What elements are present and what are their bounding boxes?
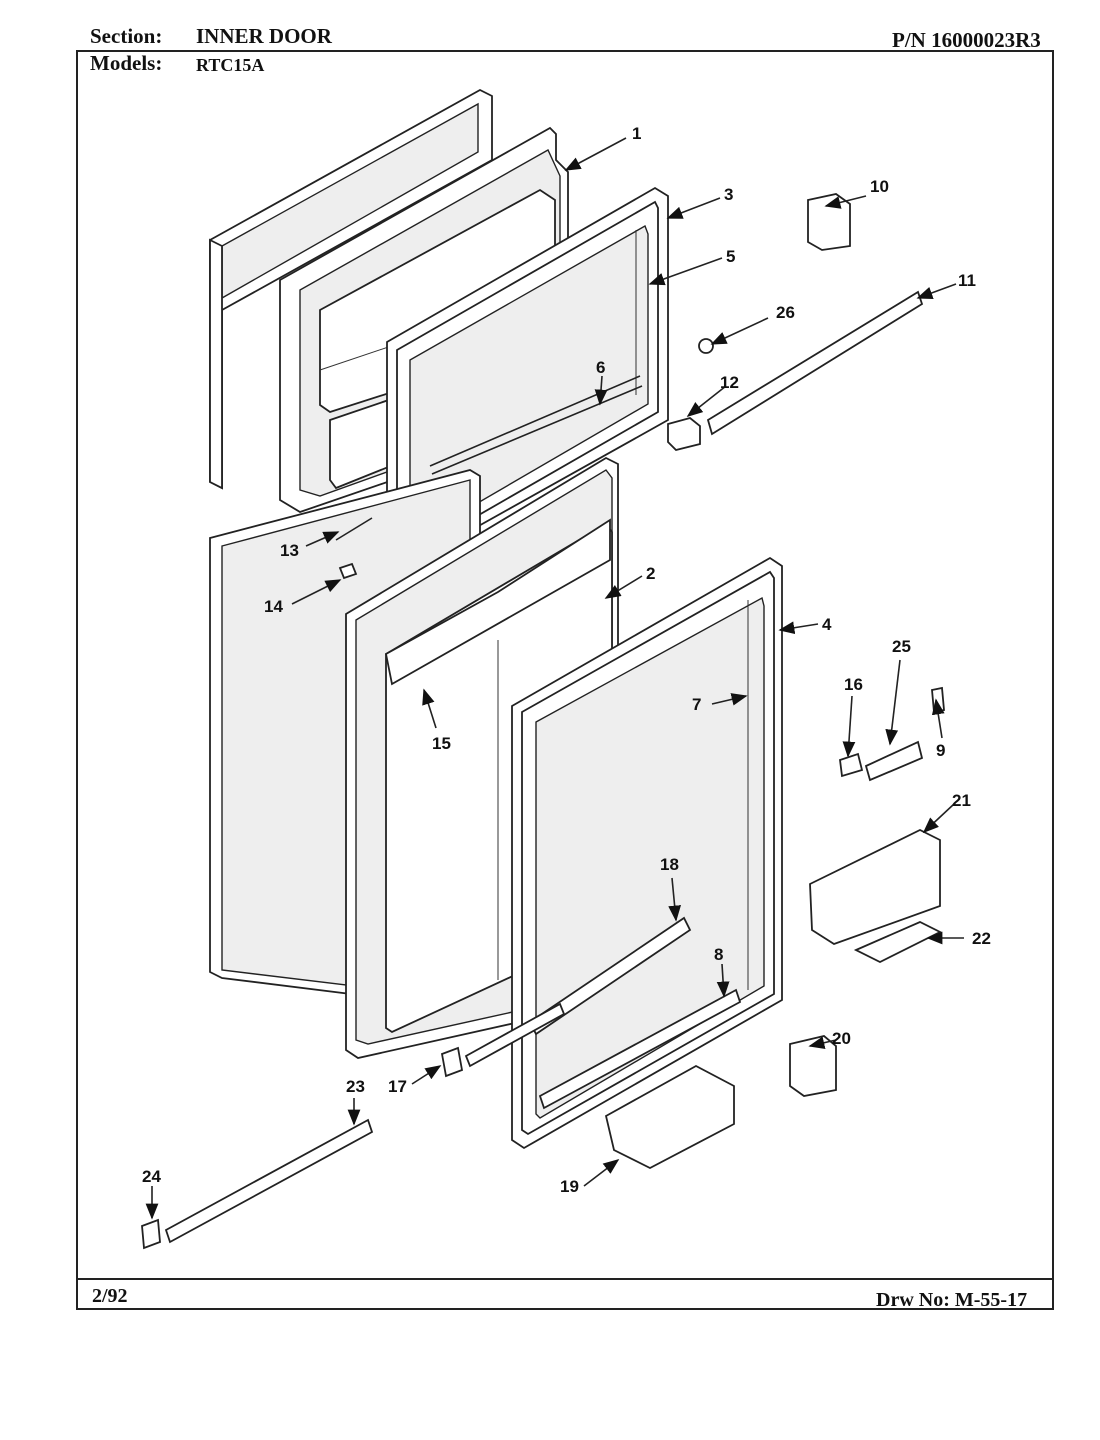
callout-22: 22	[972, 929, 991, 948]
models-label: Models:	[90, 51, 163, 75]
egg-tray-19	[604, 1064, 735, 1170]
end-cap-17	[440, 1046, 464, 1078]
footer-date: 2/92	[92, 1285, 128, 1307]
footer-drawing-number: Drw No: M-55-17	[876, 1289, 1028, 1311]
callout-17: 17	[388, 1077, 407, 1096]
callout-14: 14	[264, 597, 283, 616]
callout-16: 16	[844, 675, 863, 694]
trim-strip-8	[538, 988, 742, 1110]
callout-24: 24	[142, 1167, 161, 1186]
part-number: P/N 16000023R3	[892, 28, 1041, 52]
models-value: RTC15A	[196, 55, 265, 75]
callout-4: 4	[822, 615, 832, 634]
callout-19: 19	[560, 1177, 579, 1196]
callout-9: 9	[936, 741, 945, 760]
section-value: INNER DOOR	[196, 24, 332, 48]
drawing-frame	[76, 50, 1054, 1310]
callout-2: 2	[646, 564, 655, 583]
bracket-10	[807, 193, 851, 251]
section-label: Section:	[90, 24, 163, 48]
callout-12: 12	[720, 373, 739, 392]
trim-strip-23	[164, 1118, 374, 1244]
trim-strip-25	[864, 740, 924, 782]
screw-26	[698, 338, 714, 354]
callout-10: 10	[870, 177, 889, 196]
upper-outer-panel	[209, 88, 493, 490]
trim-strip-lower-17	[464, 1002, 566, 1068]
callout-13: 13	[280, 541, 299, 560]
bracket-20	[789, 1035, 837, 1097]
callout-6: 6	[596, 358, 605, 377]
end-cap-24	[141, 1218, 161, 1250]
shelf-21	[809, 828, 941, 945]
footer-divider	[76, 1278, 1054, 1280]
callout-18: 18	[660, 855, 679, 874]
callout-26: 26	[776, 303, 795, 322]
callout-11: 11	[958, 271, 976, 290]
end-cap-12	[667, 417, 701, 451]
trim-strip-11	[706, 290, 924, 436]
callout-25: 25	[892, 637, 911, 656]
callout-8: 8	[714, 945, 723, 964]
end-cap-16	[839, 752, 864, 778]
callout-7: 7	[692, 695, 701, 714]
rod-13	[335, 517, 373, 541]
callout-5: 5	[726, 247, 735, 266]
callout-23: 23	[346, 1077, 365, 1096]
callout-15: 15	[432, 734, 451, 753]
callout-21: 21	[952, 791, 971, 810]
screw-14	[338, 562, 358, 580]
callout-3: 3	[724, 185, 733, 204]
callout-20: 20	[832, 1029, 851, 1048]
callout-1: 1	[632, 124, 641, 143]
